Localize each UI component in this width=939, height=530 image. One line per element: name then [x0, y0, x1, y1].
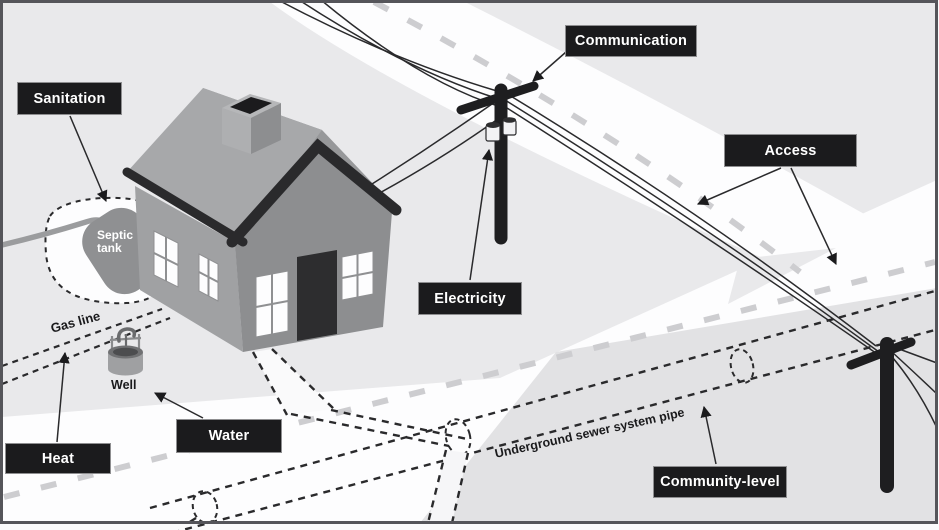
eave-trim — [122, 167, 248, 247]
roadside-verge — [420, 288, 937, 523]
callout-water-label: Water — [208, 428, 250, 444]
side-windows — [153, 230, 219, 302]
callout-arrows — [56, 51, 837, 465]
callout-communication: Communication — [565, 25, 697, 57]
callout-communication-label: Communication — [574, 33, 688, 49]
callout-water: Water — [176, 419, 282, 453]
callout-access-label: Access — [764, 142, 817, 159]
access-arrow-left — [696, 167, 782, 206]
callout-access: Access — [724, 134, 857, 167]
callout-community-level: Community-level — [653, 466, 787, 498]
front-windows — [255, 250, 374, 338]
chimney — [222, 94, 281, 154]
callout-heat: Heat — [5, 443, 111, 474]
septic-tank-label: Septic tank — [97, 228, 134, 256]
front-door — [297, 250, 337, 341]
electricity-arrow — [469, 148, 494, 281]
water-arrow — [154, 392, 204, 419]
manhole-middle — [444, 418, 472, 456]
house-sewer-lateral — [251, 348, 468, 448]
sanitation-arrow — [69, 115, 108, 203]
well-label: Well — [111, 378, 137, 392]
gas-line-dashes — [1, 307, 171, 386]
callout-sanitation: Sanitation — [17, 82, 122, 115]
callout-electricity-label: Electricity — [434, 290, 506, 307]
callout-electricity: Electricity — [418, 282, 522, 315]
heat-arrow — [56, 351, 70, 443]
service-drop-wire — [371, 103, 493, 185]
communication-arrow — [532, 51, 567, 82]
manhole-right — [729, 348, 755, 384]
access-arrow-right — [790, 167, 837, 266]
side-wall — [135, 186, 243, 352]
community-level-arrow — [700, 405, 717, 465]
callout-sanitation-label: Sanitation — [33, 90, 106, 107]
callout-community-level-label: Community-level — [660, 474, 780, 490]
utility-pole-near — [456, 81, 539, 245]
house — [122, 88, 402, 352]
well-icon — [108, 327, 143, 376]
utility-pole-far — [846, 337, 916, 493]
overhead-wires — [277, 0, 938, 429]
callout-heat-label: Heat — [41, 450, 75, 467]
lower-road-centerline — [3, 259, 936, 500]
sewer-main-pipe — [149, 289, 936, 530]
gable-trim — [226, 138, 402, 248]
pole-transformers — [485, 117, 517, 142]
service-drop-wire — [375, 120, 496, 196]
